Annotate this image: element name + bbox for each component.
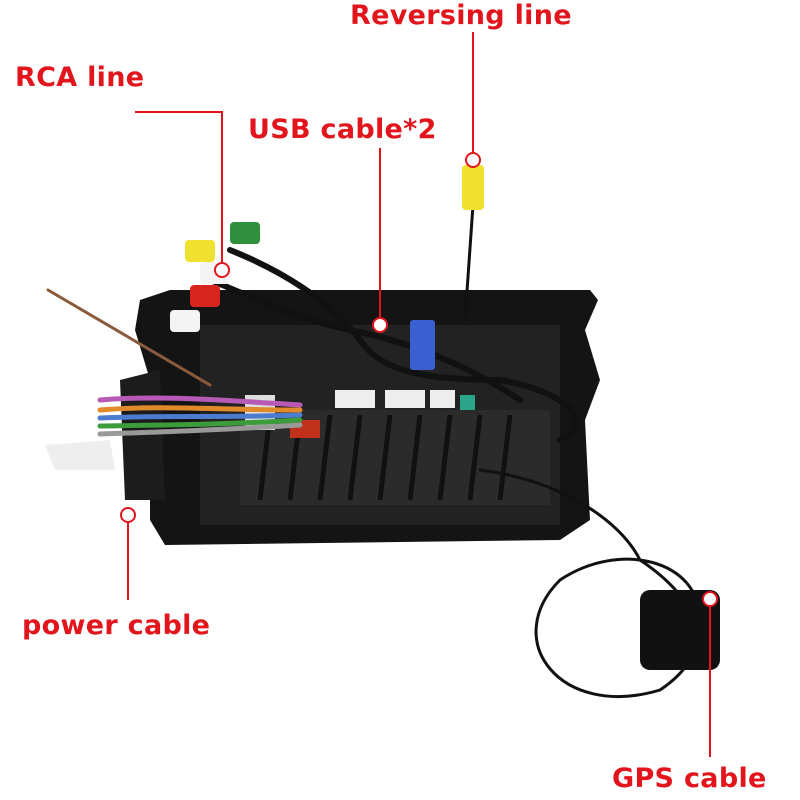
rca-connectors — [170, 222, 260, 332]
wire-harness — [46, 203, 702, 698]
label-reversing-line: Reversing line — [350, 0, 572, 31]
label-power-cable: power cable — [22, 610, 211, 641]
label-usb-cable: USB cable*2 — [248, 114, 437, 145]
label-gps-cable: GPS cable — [612, 763, 767, 794]
leader-lines — [127, 32, 711, 757]
gps-antenna — [640, 590, 720, 670]
reversing-connector — [462, 165, 484, 210]
leader-dots — [120, 152, 718, 607]
label-rca-line: RCA line — [15, 62, 145, 93]
power-plug — [45, 440, 115, 470]
usb-connector — [410, 320, 435, 370]
